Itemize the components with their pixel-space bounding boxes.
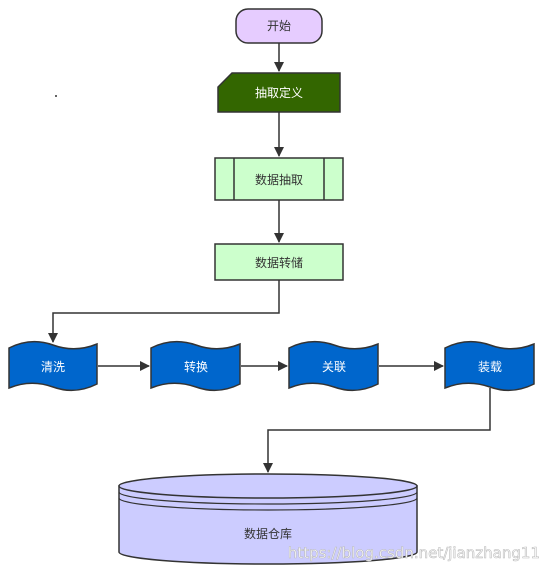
clean-label: 清洗 — [41, 360, 65, 374]
load-node[interactable]: 装载 — [444, 340, 535, 392]
data-extract-label: 数据抽取 — [255, 172, 303, 187]
extract-definition-node[interactable]: 抽取定义 — [217, 72, 341, 113]
watermark-text: https://blog.csdn.net/jianzhang11 — [288, 544, 540, 562]
stray-dot — [55, 95, 57, 97]
associate-node[interactable]: 关联 — [288, 340, 379, 392]
data-store-label: 数据转储 — [255, 255, 303, 270]
data-warehouse-label: 数据仓库 — [244, 526, 292, 541]
associate-label: 关联 — [322, 360, 346, 374]
load-label: 装载 — [478, 360, 502, 374]
connectors — [48, 43, 491, 473]
clean-node[interactable]: 清洗 — [8, 340, 98, 392]
transform-node[interactable]: 转换 — [150, 340, 241, 392]
data-extract-node[interactable]: 数据抽取 — [214, 157, 344, 201]
transform-label: 转换 — [184, 359, 208, 374]
data-warehouse-node[interactable]: 数据仓库 — [118, 473, 418, 565]
start-label: 开始 — [267, 19, 291, 33]
extract-definition-label: 抽取定义 — [255, 85, 303, 100]
start-node[interactable]: 开始 — [235, 8, 323, 44]
data-store-node[interactable]: 数据转储 — [214, 243, 344, 281]
arrow-load-to-warehouse — [263, 388, 491, 473]
arrow-data-store-to-clean — [48, 280, 280, 343]
